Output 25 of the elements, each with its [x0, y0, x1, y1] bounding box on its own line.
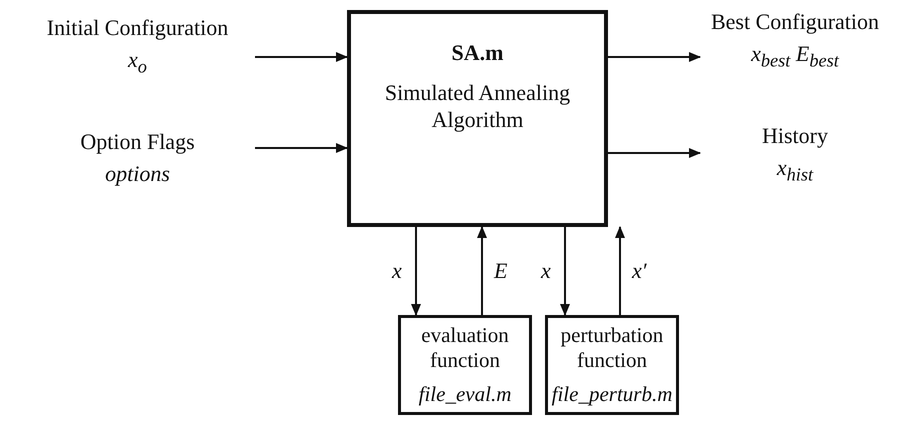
node-title: Best Configuration	[710, 8, 880, 36]
node-subtext: x$_{best}$ E$_{best}$	[751, 40, 839, 72]
node-subtext: file_eval.m	[418, 382, 512, 407]
node-title: Option Flags	[80, 128, 195, 156]
arrow	[608, 52, 701, 62]
arrow	[477, 226, 487, 315]
arrow	[615, 226, 625, 315]
arrow	[560, 227, 570, 316]
node-title: SA.m	[452, 40, 504, 66]
node-subtext: Simulated Annealing Algorithm	[384, 80, 572, 134]
arrow	[255, 143, 348, 153]
node-title: evaluation function	[420, 323, 510, 374]
node-title: perturbation function	[560, 323, 664, 374]
algorithm-box	[347, 10, 608, 227]
arrow	[411, 227, 421, 316]
node-title: History	[762, 122, 828, 150]
node-title: Initial Configuration	[46, 14, 228, 42]
node-subtext: options	[105, 160, 170, 187]
node-subtext: file_perturb.m	[552, 382, 672, 407]
node-subtext: x$_{o}$	[128, 46, 147, 78]
arrow	[255, 52, 348, 62]
function-box	[545, 315, 679, 415]
arrow	[608, 148, 701, 158]
node-subtext: x$_{hist}$	[776, 154, 814, 186]
function-box	[398, 315, 532, 415]
